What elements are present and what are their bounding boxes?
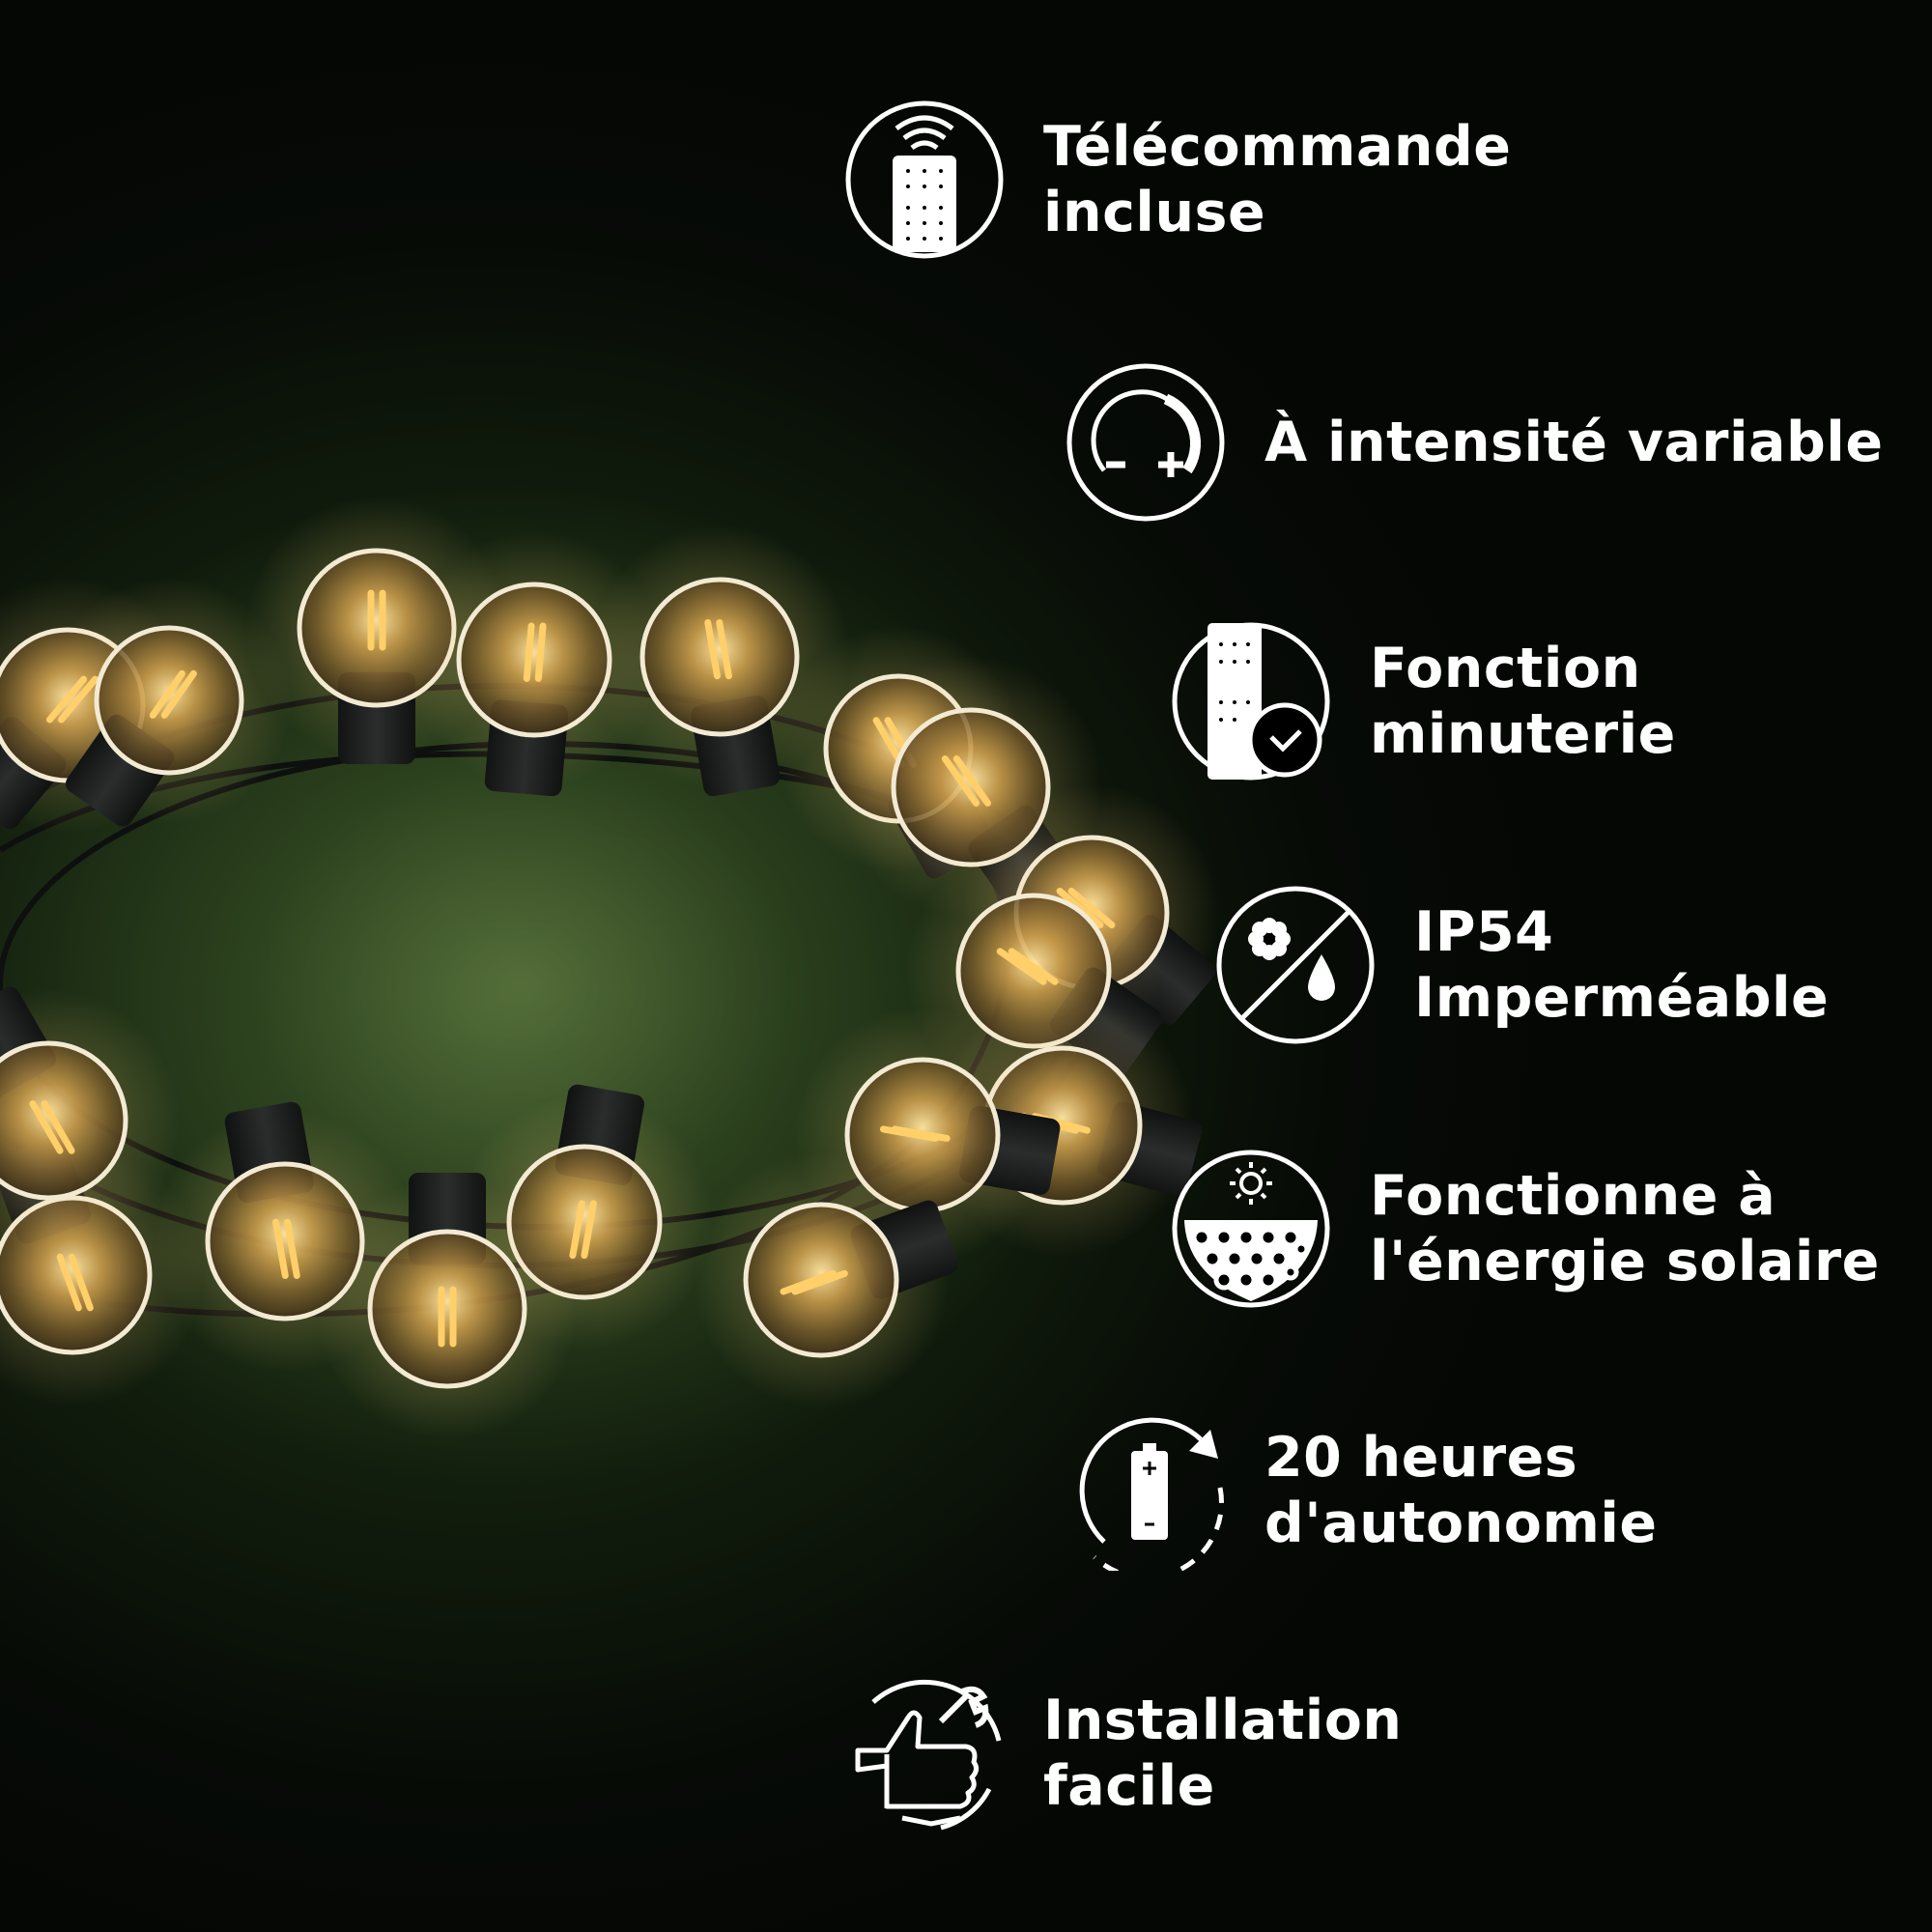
bulb-filament (941, 755, 991, 807)
waterproof-icon (1215, 885, 1376, 1045)
bulb (693, 1151, 958, 1408)
bulb-filament (879, 1125, 951, 1142)
bulb (406, 531, 663, 797)
feature-dimmable: À intensité variable (1065, 362, 1884, 523)
solar-panel-icon (1171, 1149, 1331, 1309)
bulb-glass (639, 577, 800, 737)
bulb-filament (569, 1200, 597, 1260)
bulbs-group (0, 497, 1220, 1440)
bulb (45, 577, 293, 827)
bulb-filament (996, 948, 1059, 985)
feature-label: Fonction minuterie (1370, 637, 1676, 766)
bulb-filament (149, 669, 197, 719)
bulb (154, 1101, 416, 1373)
remote-control-icon (844, 99, 1005, 260)
feature-label: Installation facile (1043, 1689, 1403, 1818)
bulb-filament (272, 1218, 300, 1279)
battery-icon (1065, 1410, 1226, 1571)
feature-label: 20 heures d'autonomie (1264, 1426, 1658, 1555)
feature-label: À intensité variable (1264, 411, 1884, 474)
bulb-filament (780, 1269, 848, 1295)
feature-timer: Fonction minuterie (1171, 621, 1676, 781)
bulb-filament (29, 1100, 75, 1154)
feature-solar-powered: Fonctionne à l'énergie solaire (1171, 1149, 1880, 1309)
feature-easy-installation: Installation facile (844, 1673, 1403, 1833)
timer-icon (1171, 621, 1331, 781)
feature-battery-life: 20 heures d'autonomie (1065, 1410, 1658, 1571)
dimmer-icon (1065, 362, 1226, 523)
bulb-filament (523, 622, 547, 682)
bulb-filament (704, 619, 732, 680)
feature-remote-included: Télécommande incluse (844, 99, 1511, 260)
bulb (0, 986, 180, 1252)
bulb-glass (456, 582, 612, 738)
feature-label: IP54 Imperméable (1414, 900, 1830, 1030)
feature-label: Télécommande incluse (1043, 115, 1512, 244)
bulb-filament (56, 1253, 94, 1312)
thumbs-up-wrench-icon (844, 1673, 1005, 1833)
feature-label: Fonctionne à l'énergie solaire (1370, 1164, 1880, 1293)
bulb-filament (438, 1286, 457, 1348)
bulb-glass (94, 625, 244, 776)
feature-waterproof: IP54 Imperméable (1215, 885, 1829, 1045)
bulb-glass (205, 1161, 365, 1321)
bulb-filament (367, 589, 386, 651)
bulb-glass (0, 1040, 128, 1201)
